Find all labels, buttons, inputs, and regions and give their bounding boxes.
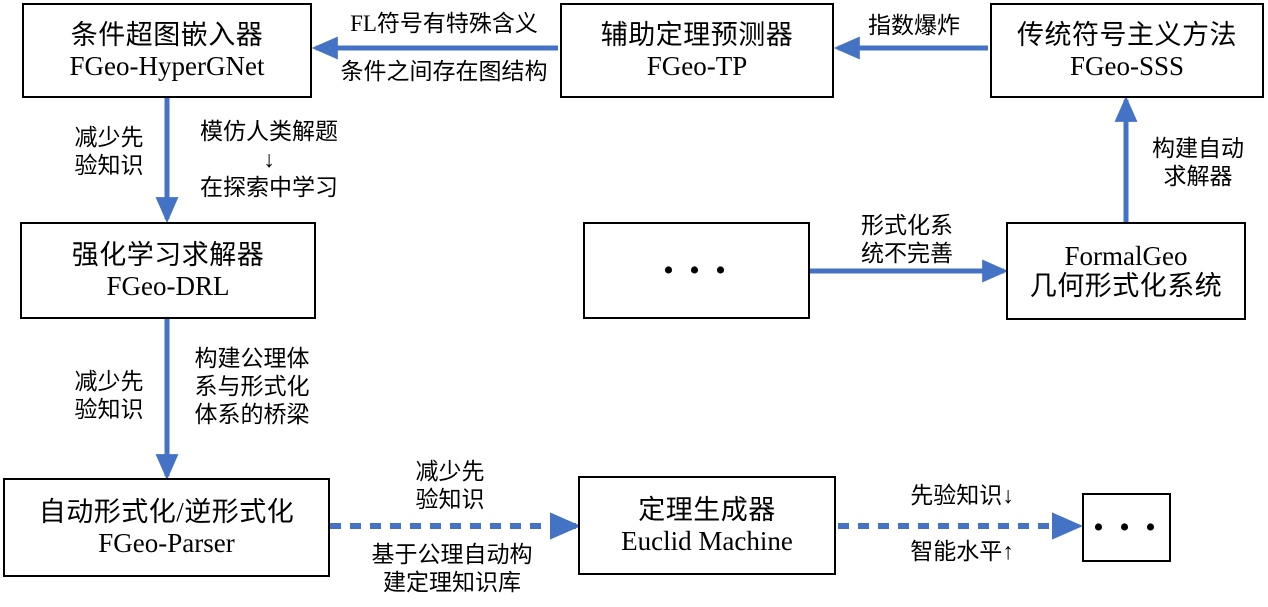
edge-label-parser-to-euclid-above: 减少先 验知识 [390, 458, 510, 514]
node-title-cn: 自动形式化/逆形式化 [38, 497, 295, 528]
node-fgeo-parser[interactable]: 自动形式化/逆形式化 FGeo-Parser [3, 478, 330, 577]
edge-label-sss-to-tp: 指数爆炸 [849, 12, 979, 40]
edge-label-line: 构建公理体 [194, 346, 310, 371]
node-euclid-machine[interactable]: 定理生成器 Euclid Machine [578, 476, 836, 575]
edge-label-tp-to-hypergnet-below: 条件之间存在图结构 [330, 58, 558, 86]
edge-label-drl-to-parser-right: 构建公理体 系与形式化 体系的桥梁 [185, 345, 319, 429]
ellipsis-glyph: • • • [663, 253, 730, 287]
node-title-cn: 条件超图嵌入器 [70, 20, 264, 51]
edge-label-parser-to-euclid-below: 基于公理自动构 建定理知识库 [362, 541, 542, 597]
edge-label-hypergnet-to-drl-right: 模仿人类解题 ↓ 在探索中学习 [184, 118, 354, 202]
node-title-cn: 辅助定理预测器 [600, 20, 794, 51]
edge-label-line: 系与形式化 [194, 374, 310, 400]
edge-label-line: FL符号有特殊含义 [350, 11, 538, 36]
edge-label-line: 形式化系 [861, 213, 953, 238]
edge-label-line: 统不完善 [861, 241, 953, 267]
node-title-cn: 几何形式化系统 [1029, 271, 1223, 301]
edge-label-arrow-down: ↓ [263, 147, 275, 173]
node-title-cn: 定理生成器 [638, 495, 776, 526]
node-ellipsis-end[interactable]: • • • [1082, 493, 1171, 562]
edge-label-euclid-to-ellipsis-above: 先验知识↓ [892, 482, 1032, 510]
ellipsis-glyph: • • • [1093, 510, 1160, 544]
edge-label-drl-to-parser-left: 减少先 验知识 [62, 368, 156, 424]
edge-label-formalgeo-to-sss: 构建自动 求解器 [1140, 135, 1256, 191]
node-title-en: FGeo-SSS [1069, 50, 1185, 81]
edge-label-line: 求解器 [1163, 164, 1233, 190]
edge-label-line: 验知识 [415, 487, 485, 513]
edge-label-hypergnet-to-drl-left: 减少先 验知识 [62, 124, 156, 180]
node-fgeo-drl[interactable]: 强化学习求解器 FGeo-DRL [20, 222, 316, 319]
edge-label-line: 体系的桥梁 [194, 402, 310, 428]
edge-label-tp-to-hypergnet-above: FL符号有特殊含义 [330, 10, 558, 38]
node-fgeo-hypergnet[interactable]: 条件超图嵌入器 FGeo-HyperGNet [22, 3, 312, 98]
edge-label-line: 先验知识↓ [910, 483, 1014, 508]
edge-label-ellipsis-to-formalgeo: 形式化系 统不完善 [847, 212, 967, 268]
node-title-en: FGeo-HyperGNet [69, 50, 265, 81]
edge-label-line: 智能水平↑ [910, 539, 1014, 564]
node-title-en: FGeo-TP [646, 50, 748, 81]
edge-label-line: 减少先 [74, 125, 144, 150]
edge-label-line: 条件之间存在图结构 [340, 59, 548, 84]
node-title-en: Euclid Machine [621, 525, 793, 556]
edge-label-euclid-to-ellipsis-below: 智能水平↑ [892, 538, 1032, 566]
edge-label-line: 在探索中学习 [200, 175, 338, 201]
edge-label-line: 构建自动 [1152, 136, 1244, 161]
node-fgeo-sss[interactable]: 传统符号主义方法 FGeo-SSS [990, 3, 1264, 98]
edge-label-line: 基于公理自动构 [371, 542, 533, 567]
node-title-en: FGeo-Parser [98, 527, 235, 558]
node-title-en: FGeo-DRL [106, 270, 230, 301]
node-ellipsis-middle[interactable]: • • • [583, 222, 810, 319]
edge-label-line: 验知识 [74, 153, 144, 179]
edge-label-line: 建定理知识库 [383, 570, 521, 596]
edge-label-line: 指数爆炸 [868, 13, 960, 38]
node-fgeo-tp[interactable]: 辅助定理预测器 FGeo-TP [560, 3, 834, 98]
node-title-en: FormalGeo [1064, 240, 1188, 271]
edge-label-line: 模仿人类解题 [200, 119, 338, 144]
node-formalgeo[interactable]: FormalGeo 几何形式化系统 [1006, 222, 1246, 320]
node-title-cn: 传统符号主义方法 [1017, 20, 1237, 51]
node-title-cn: 强化学习求解器 [71, 240, 265, 271]
edge-label-line: 验知识 [74, 397, 144, 423]
edge-label-line: 减少先 [415, 459, 485, 484]
edge-label-line: 减少先 [74, 369, 144, 394]
